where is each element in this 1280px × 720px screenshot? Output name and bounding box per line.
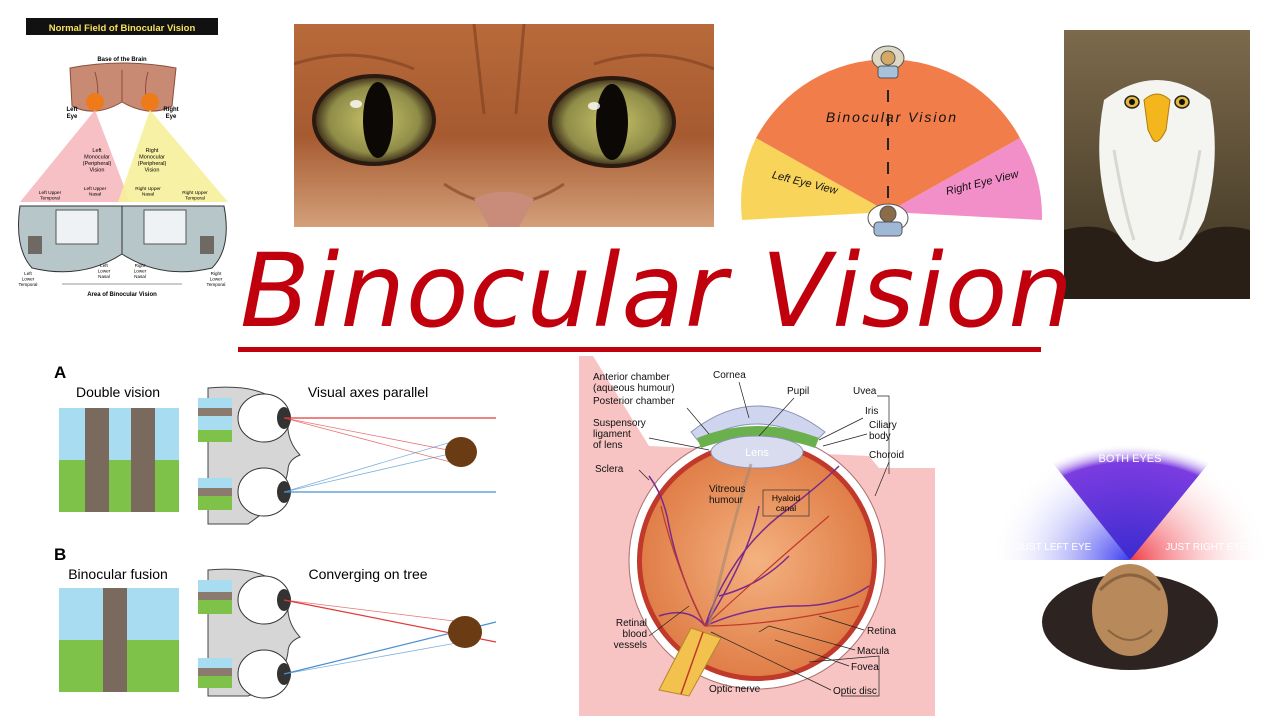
retina-label: Retina [867,626,896,637]
vitreous-globe [642,446,872,676]
field-of-vision-chart: Normal Field of Binocular Vision Base of… [0,10,246,328]
page-title: Binocular Vision [240,232,1074,351]
just-right-eye-sector [1130,440,1270,560]
viewer-figure [1042,564,1218,670]
binocular-fusion-caption: Binocular fusion [68,566,168,582]
area-of-binocular-label: Area of Binocular Vision [87,292,157,298]
right-eye-view-sector [888,138,1043,220]
panel-b-label: B [54,545,66,564]
left-monitor [55,209,99,245]
binocular-vision-sector [756,59,1020,212]
optic-nerve-label: Optic nerve [709,684,761,695]
posterior-chamber-label: Posterior chamber [593,396,675,407]
right-eye-ball [141,93,159,111]
eagle-beak [1143,93,1171,143]
head-profile-a [198,386,301,525]
base-of-brain-label: Base of the Brain [97,57,147,63]
eye-field-fan-diagram: BOTH EYES JUST LEFT EYE JUST RIGHT EYE [990,416,1270,670]
binocular-fusion-scene [59,588,179,692]
cat-eyes-photo [294,24,714,227]
cornea-label: Cornea [713,370,746,381]
field-chart-header-bar [26,18,218,35]
lens-shape [710,435,804,469]
head-profile-b [198,568,301,699]
sclera-label: Sclera [595,464,624,475]
left-eye-view-sector [741,138,888,220]
left-eye-ball [86,93,104,111]
eagle-body [1064,226,1250,299]
focused-tree-b [448,616,482,648]
iris-label: Iris [865,406,878,417]
converging-on-tree-caption: Converging on tree [308,566,427,582]
binocular-vision-label: Binocular Vision [826,109,958,125]
both-eyes-sector [1036,416,1226,560]
right-monitor [143,209,187,245]
double-vision-fusion-diagram: A Double vision Visual axes parallel B B… [54,363,497,699]
top-person-figure [871,45,905,79]
binocular-view-diagram: Binocular Vision Left Eye View Right Eye… [741,45,1043,237]
lens-label: Lens [745,447,769,459]
just-left-eye-sector [990,440,1130,560]
double-vision-scene [59,408,179,512]
field-chart-header: Normal Field of Binocular Vision [49,23,196,34]
visual-axes-parallel-caption: Visual axes parallel [308,384,428,400]
uvea-label: Uvea [853,386,877,397]
title-underline [238,347,1041,352]
macula-label: Macula [857,646,890,657]
just-right-eye-label: JUST RIGHT EYE [1165,542,1247,553]
double-vision-caption: Double vision [76,384,160,400]
pupil-label: Pupil [787,386,809,397]
anterior-chamber-label: Anterior chamber(aqueous humour) [593,372,675,394]
panel-a-label: A [54,363,66,382]
cornea-shape [690,405,826,443]
right-field-cone [118,110,228,202]
fovea-label: Fovea [851,662,879,673]
just-left-eye-label: JUST LEFT EYE [1017,542,1092,553]
distant-tree-a [445,437,477,467]
eye-anatomy-diagram: Lens Anterior chamber(aqueous humour) Po… [579,356,935,716]
bottom-person-figure [867,203,909,237]
optic-disc-label: Optic disc [833,686,877,697]
both-eyes-label: BOTH EYES [1099,453,1162,465]
left-field-cone [20,110,130,202]
optic-nerve-shape [658,627,722,697]
choroid-label: Choroid [869,450,904,461]
eagle-photo [1064,30,1250,299]
